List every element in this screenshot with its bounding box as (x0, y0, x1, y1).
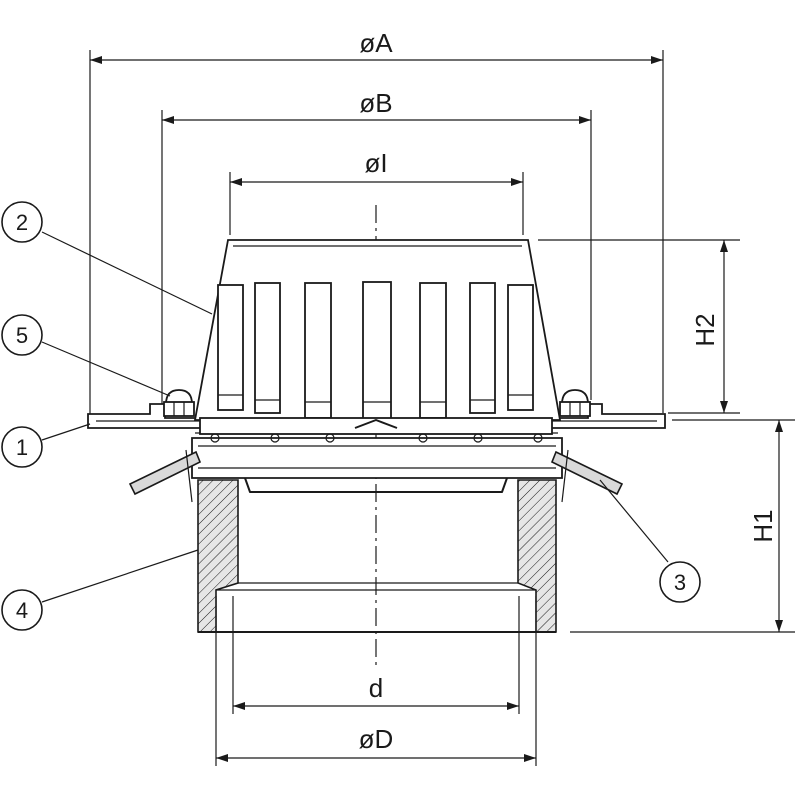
dim-label-h1: H1 (748, 509, 778, 542)
callout-1: 1 (1, 423, 91, 468)
callout-3: 3 (599, 479, 701, 603)
dim-label-d: d (369, 673, 383, 703)
dim-label-a: øA (359, 28, 393, 58)
callout-5: 5 (1, 314, 171, 397)
svg-text:4: 4 (16, 598, 28, 623)
clamp-clips (128, 449, 624, 503)
dim-label-i: øI (364, 148, 387, 178)
nut-left (163, 389, 195, 417)
nut-right (559, 389, 591, 417)
svg-text:5: 5 (16, 323, 28, 348)
dim-label-h2: H2 (690, 313, 720, 346)
support-ring (191, 437, 563, 493)
svg-text:2: 2 (16, 210, 28, 235)
svg-text:3: 3 (674, 570, 686, 595)
dim-label-b: øB (359, 88, 392, 118)
dim-label-outer-d: øD (359, 724, 394, 754)
callout-4: 4 (1, 549, 199, 631)
svg-text:1: 1 (16, 435, 28, 460)
grate-base-ring (199, 417, 553, 443)
outlet-pipe (197, 479, 557, 633)
callout-2: 2 (1, 201, 213, 315)
dome-grate (193, 239, 562, 421)
